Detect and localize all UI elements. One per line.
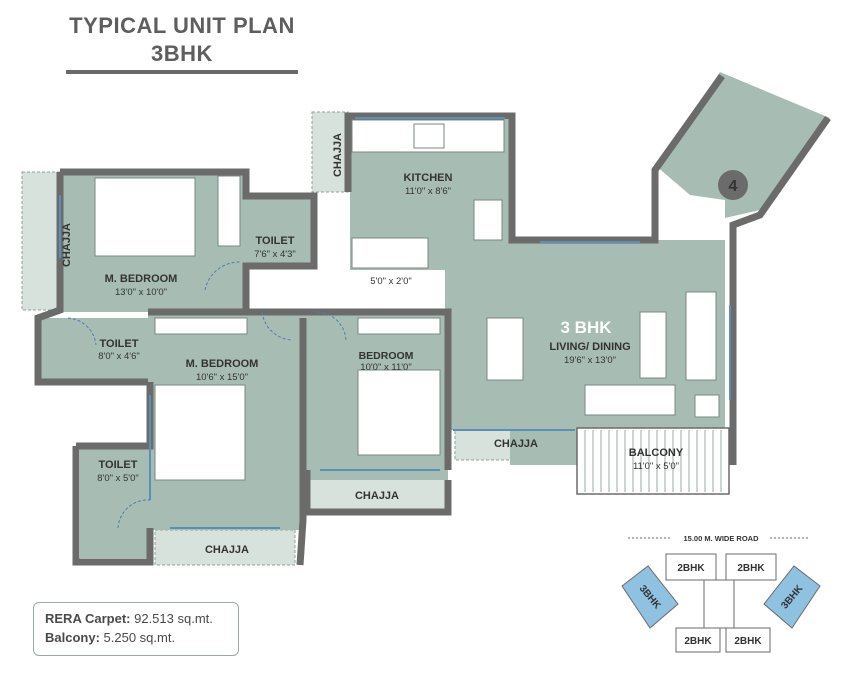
balcony-railing: [576, 427, 730, 495]
living-name: LIVING/ DINING: [549, 341, 630, 353]
bed-bedroom: [357, 369, 441, 456]
kitchen-name: KITCHEN: [404, 172, 453, 184]
tv-unit: [639, 311, 667, 379]
sofa-side: [685, 291, 717, 381]
carpet-area-row: RERA Carpet: 92.513 sq.mt.: [45, 609, 238, 628]
toilet-mid-name: TOILET: [100, 338, 139, 350]
key-unit-5: 2BHK: [684, 636, 712, 647]
chajja-label-bottom-mid: CHAJJA: [355, 490, 399, 502]
wardrobe-3: [217, 175, 241, 247]
m-bedroom-1-name: M. BEDROOM: [105, 273, 178, 285]
carpet-area-label: RERA Carpet:: [45, 611, 131, 626]
m-bedroom-2-size: 10'6" x 15'0": [196, 372, 248, 383]
road-label: 15.00 M. WIDE ROAD: [683, 534, 759, 543]
stove: [413, 123, 445, 149]
wardrobe-1: [154, 317, 248, 335]
toilet-mid-size: 8'0" x 4'6": [98, 351, 140, 362]
toilet-bottom-size: 8'0" x 5'0": [97, 473, 139, 484]
title-line-1: TYPICAL UNIT PLAN: [69, 13, 295, 38]
toilet-bottom-name: TOILET: [99, 459, 138, 471]
utility-size: 5'0" x 2'0": [370, 276, 412, 287]
furniture: [94, 119, 720, 481]
key-plan: 15.00 M. WIDE ROAD 2BHK 2BHK 3BHK 3BHK 2…: [621, 534, 821, 653]
unit-marker: 4: [718, 170, 748, 200]
utility-sink: [351, 237, 429, 269]
balcony-size: 11'0" x 5'0": [633, 461, 679, 472]
side-table: [694, 394, 720, 418]
balcony-area-label: Balcony:: [45, 630, 100, 645]
plan-title: TYPICAL UNIT PLAN 3BHK: [66, 12, 298, 68]
balcony-area-value: 5.250 sq.mt.: [103, 630, 176, 645]
bed-master-1: [94, 177, 196, 257]
living-size: 19'6" x 13'0": [564, 355, 616, 366]
balcony-area-row: Balcony: 5.250 sq.mt.: [45, 628, 238, 647]
dining-table: [486, 317, 524, 381]
chajja-left: [21, 171, 61, 311]
carpet-area-value: 92.513 sq.mt.: [134, 611, 213, 626]
balcony-name: BALCONY: [629, 447, 684, 459]
sofa: [584, 384, 676, 416]
chajja-label-left: CHAJJA: [61, 223, 73, 267]
chajja-labels: CHAJJA CHAJJA CHAJJA CHAJJA CHAJJA: [61, 133, 538, 556]
title-line-2: 3BHK: [151, 41, 213, 66]
windows: [59, 117, 731, 529]
chajja-bottom-left: [154, 529, 296, 566]
living-heading: 3 BHK: [560, 318, 612, 337]
key-unit-2: 2BHK: [737, 563, 765, 574]
chajja-label-bottom-left: CHAJJA: [205, 544, 249, 556]
key-unit-6: 2BHK: [734, 636, 762, 647]
title-underline: [66, 70, 298, 74]
m-bedroom-2-name: M. BEDROOM: [186, 358, 259, 370]
kitchen-size: 11'0" x 8'6": [405, 186, 451, 197]
bedroom-name: BEDROOM: [359, 350, 414, 362]
fridge: [473, 199, 503, 241]
chajja-label-top: CHAJJA: [332, 133, 344, 177]
area-summary: RERA Carpet: 92.513 sq.mt. Balcony: 5.25…: [33, 602, 239, 656]
key-unit-1: 2BHK: [677, 563, 705, 574]
bed-master-2: [154, 384, 246, 481]
toilet-top-size: 7'6" x 4'3": [254, 249, 296, 260]
door-swings: [67, 261, 347, 529]
m-bedroom-1-size: 13'0" x 10'0": [115, 287, 167, 298]
toilet-top-name: TOILET: [256, 235, 295, 247]
bedroom-size: 10'0" x 11'0": [360, 362, 411, 373]
wardrobe-2: [357, 317, 441, 335]
unit-marker-number: 4: [729, 178, 738, 195]
chajja-label-mid: CHAJJA: [494, 438, 538, 450]
room-labels: KITCHEN 11'0" x 8'6" TOILET 7'6" x 4'3" …: [97, 172, 684, 484]
